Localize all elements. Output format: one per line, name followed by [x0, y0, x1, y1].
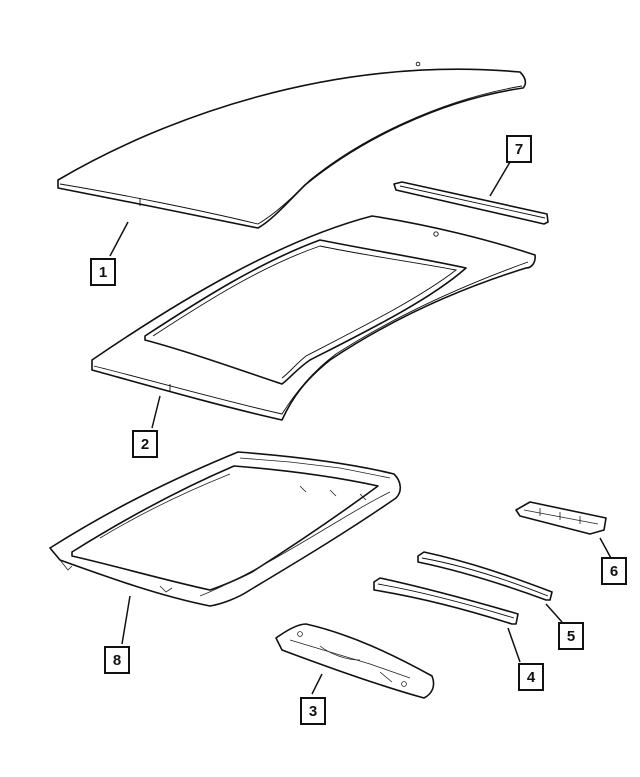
leader-line-4: [507, 627, 521, 663]
callout-3: 3: [300, 697, 326, 725]
leader-line-1: [109, 221, 129, 257]
callout-5: 5: [558, 622, 584, 650]
roof-bow-4: [373, 577, 519, 625]
leader-line-2: [151, 395, 161, 429]
callout-4: 4: [518, 663, 544, 691]
leader-line-3: [311, 673, 323, 695]
leader-line-8: [121, 595, 131, 645]
callout-2: 2: [132, 430, 158, 458]
rear-bow: [515, 501, 607, 535]
sunroof-frame: [49, 451, 402, 607]
leader-line-7: [489, 161, 511, 197]
leader-lines: [109, 161, 613, 695]
header-panel: [275, 623, 435, 699]
leader-line-5: [545, 603, 563, 623]
sunroof-roof-panel: [91, 215, 536, 421]
roof-panel: [57, 61, 527, 229]
callout-1: 1: [90, 258, 116, 286]
callout-7: 7: [506, 135, 532, 163]
seal-strip: [393, 181, 549, 225]
callout-8: 8: [104, 646, 130, 674]
leader-line-6: [599, 537, 613, 561]
callout-6: 6: [601, 557, 627, 585]
roof-bow-5: [417, 551, 553, 601]
